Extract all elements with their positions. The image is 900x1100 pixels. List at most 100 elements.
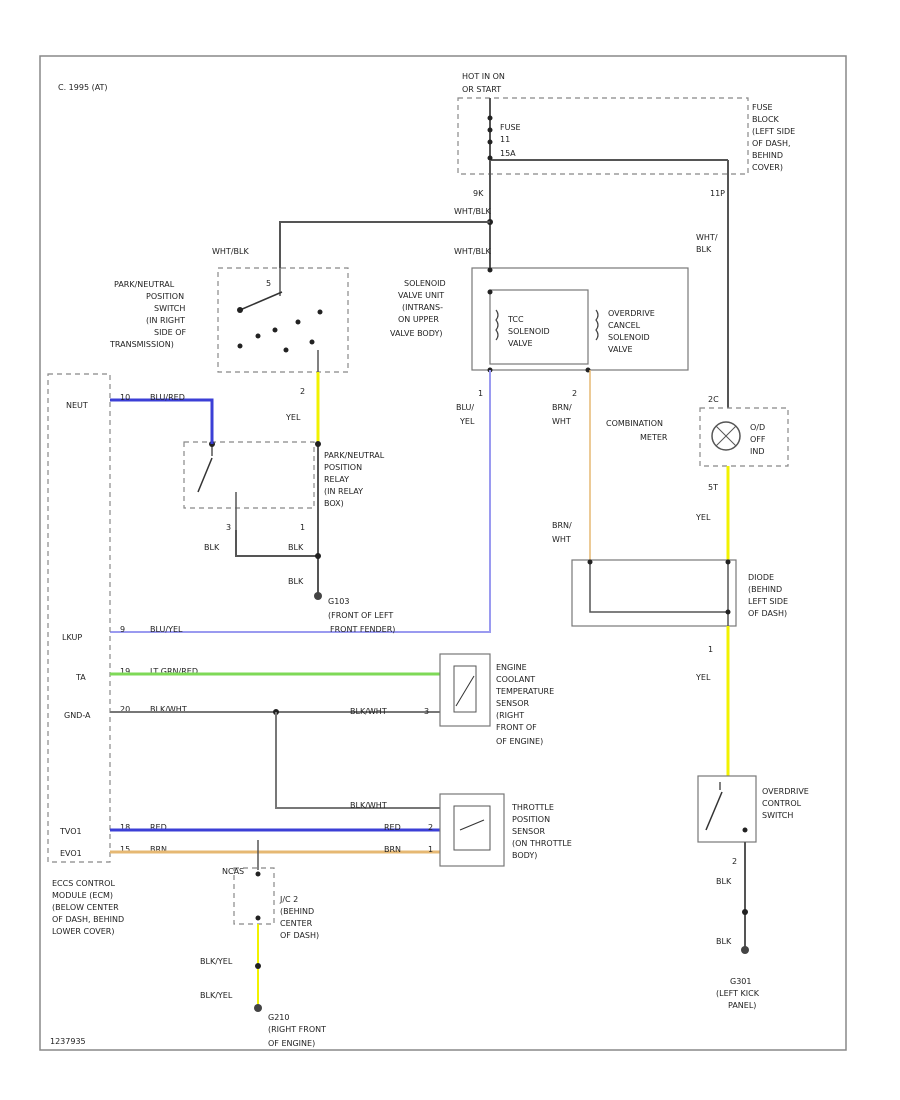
label-diagram-wires-wht-blk-top: WHT/BLK <box>454 207 491 216</box>
label-diagram-components-pn-relay-4: BOX) <box>324 499 344 508</box>
label-diagram-components-od-valve-1: CANCEL <box>608 321 641 330</box>
label-diagram-pins-ec-pin: 15 <box>120 845 130 854</box>
label-diagram-components-pn-relay-0: PARK/NEUTRAL <box>324 451 385 460</box>
label-diagram-fuse-box-header-line1: HOT IN ON <box>462 72 505 81</box>
label-diagram-fuse-box-location-2: (LEFT SIDE <box>752 127 795 136</box>
diagram-frame <box>39 55 847 1051</box>
label-diagram-ecm-terms-neut: NEUT <box>66 401 88 410</box>
fuse-block: HOT IN ON OR START FUSE 11 15A FUSE BLOC… <box>457 72 795 198</box>
label-diagram-wires-yel-switch: YEL <box>285 413 301 422</box>
label-diagram-wires-blk-wht-1: BLK/WHT <box>150 705 187 714</box>
label-diagram-components-od-valve-3: VALVE <box>608 345 633 354</box>
label-diagram-wires-blk-relay-3: BLK <box>288 577 304 586</box>
label-diagram-wires-red: RED <box>150 823 167 832</box>
label-diagram-grounds-g3-0: G301 <box>730 977 751 986</box>
label-diagram-components-jc-3: OF DASH) <box>280 931 319 940</box>
engine-coolant-temp-sensor: ENGINE COOLANT TEMPERATURE SENSOR (RIGHT… <box>424 653 554 746</box>
label-diagram-wires-brn-wht-bot-1: BRN/ <box>552 521 572 530</box>
throttle-position-sensor: THROTTLE POSITION SENSOR (ON THROTTLE BO… <box>428 793 572 867</box>
label-diagram-fuse-box-location-3: OF DASH, <box>752 139 791 148</box>
label-diagram-pins-sw-bot: 2 <box>300 387 305 396</box>
label-diagram-components-diode-1: (BEHIND <box>748 585 782 594</box>
label-diagram-pins-od-num: 2 <box>732 857 737 866</box>
label-diagram-ecm-terms-tvo: TVO1 <box>59 827 82 836</box>
label-diagram-components-solenoid-unit-4: VALVE BODY) <box>390 329 442 338</box>
label-diagram-fuse-box-header-line2: OR START <box>462 85 501 94</box>
label-diagram-wires-red-r: RED <box>384 823 401 832</box>
label-diagram-components-pn-switch-4: SIDE OF <box>154 328 186 337</box>
label-diagram-components-jc-2: CENTER <box>280 919 313 928</box>
label-diagram-components-od-switch-1: CONTROL <box>762 799 802 808</box>
label-diagram-components-ect-sensor-0: ENGINE <box>496 663 527 672</box>
label-diagram-wires-wht-blk-solenoid: WHT/BLK <box>454 247 491 256</box>
label-diagram-fuse-box-fuse-amp: 15A <box>500 149 516 158</box>
wire-blu-yel-lkup <box>110 370 491 633</box>
label-diagram-components-od-off-lamp-2: IND <box>750 447 765 456</box>
ecm-module: NEUT 10 BLU/RED LKUP 9 BLU/YEL TA 19 LT … <box>47 373 198 936</box>
label-diagram-pins-diode-num: 1 <box>708 645 713 654</box>
label-diagram-components-pn-switch-5: TRANSMISSION) <box>109 340 174 349</box>
label-diagram-pins-sw-top: 5 <box>266 279 271 288</box>
label-diagram-pins-gnda-pin: 20 <box>120 705 130 714</box>
label-diagram-pins-sol-right: 2 <box>572 389 577 398</box>
label-diagram-components-ecm-0: ECCS CONTROL <box>52 879 115 888</box>
label-diagram-components-od-valve-2: SOLENOID <box>608 333 650 342</box>
label-diagram-grounds-g1-1: (FRONT OF LEFT <box>328 611 393 620</box>
label-diagram-components-ecm-3: OF DASH, BEHIND <box>52 915 124 924</box>
label-diagram-wires-yel-meter: YEL <box>695 513 711 522</box>
label-diagram-pins-cpin: 3 <box>424 707 429 716</box>
wire-wht-blk-to-switch <box>279 221 490 268</box>
label-diagram-ecm-terms-lkup: LKUP <box>62 633 82 642</box>
label-diagram-components-tcc-valve-2: VALVE <box>508 339 533 348</box>
label-diagram-components-pn-switch-3: (IN RIGHT <box>146 316 185 325</box>
label-diagram-fuse-box-fuse-number: 11 <box>500 135 510 144</box>
label-diagram-wires-wht-blk-right-1: WHT/ <box>696 233 718 242</box>
label-diagram-components-solenoid-unit-1: VALVE UNIT <box>398 291 444 300</box>
label-diagram-components-pn-relay-1: POSITION <box>324 463 362 472</box>
label-diagram-wires-brn-wht-bot-2: WHT <box>552 535 571 544</box>
label-diagram-grounds-g2-0: G210 <box>268 1013 289 1022</box>
label-diagram-grounds-g2-1: (RIGHT FRONT <box>268 1025 326 1034</box>
label-diagram-wires-blu-red-neut: BLU/RED <box>150 393 185 402</box>
label-diagram-components-tcc-valve-1: SOLENOID <box>508 327 550 336</box>
label-diagram-pins-tvo-pin: 18 <box>120 823 130 832</box>
label-diagram-wires-blk-relay-2: BLK <box>288 543 304 552</box>
label-diagram-components-comb-meter-0: COMBINATION <box>606 419 663 428</box>
wire-blu-red-neut <box>110 398 214 444</box>
label-diagram-wires-yel-diode: YEL <box>695 673 711 682</box>
label-diagram-components-od-off-lamp-0: O/D <box>750 423 765 432</box>
label-diagram-components-jc-0: J/C 2 <box>279 895 298 904</box>
label-diagram-wires-blk-relay-1: BLK <box>204 543 220 552</box>
label-diagram-components-jc-1: (BEHIND <box>280 907 314 916</box>
solenoid-valve-unit: SOLENOID VALVE UNIT (INTRANS- ON UPPER V… <box>390 267 689 398</box>
label-diagram-components-ect-sensor-1: COOLANT <box>496 675 535 684</box>
label-diagram-components-solenoid-unit-2: (INTRANS- <box>402 303 443 312</box>
label-diagram-ecm-terms-tvo2: EVO1 <box>60 849 82 858</box>
wire-blk-wht-tps <box>275 712 440 809</box>
label-diagram-components-diode-3: OF DASH) <box>748 609 787 618</box>
label-diagram-components-tp-sensor-4: BODY) <box>512 851 537 860</box>
label-diagram-wires-brn-r: BRN <box>384 845 401 854</box>
label-diagram-grounds-g1-2: FRONT FENDER) <box>330 625 395 634</box>
label-diagram-wires-wht-blk-right-2: BLK <box>696 245 712 254</box>
label-diagram-wires-blk-wht-2: BLK/WHT <box>350 707 387 716</box>
label-diagram-pins-meter-bot: 5T <box>708 483 718 492</box>
label-diagram-grounds-g2-2: OF ENGINE) <box>268 1039 315 1048</box>
label-diagram-ecm-terms-ta: TA <box>75 673 86 682</box>
label-diagram-fuse-box-location-0: FUSE <box>752 103 773 112</box>
label-diagram-components-ect-sensor-2: TEMPERATURE <box>495 687 554 696</box>
label-diagram-wires-blk-yel-1: BLK/YEL <box>200 957 233 966</box>
label-diagram-wires-blk-od-2: BLK <box>716 937 732 946</box>
overdrive-control-switch: OVERDRIVE CONTROL SWITCH 2 <box>697 775 809 866</box>
label-diagram-ecm-terms-gnda: GND-A <box>64 711 91 720</box>
label-diagram-wires-wht-blk-switch: WHT/BLK <box>212 247 249 256</box>
label-diagram-pins-meter-top: 2C <box>708 395 719 404</box>
label-diagram-wires-blk-yel-2: BLK/YEL <box>200 991 233 1000</box>
label-diagram-components-pn-switch-1: POSITION <box>146 292 184 301</box>
park-neutral-relay: PARK/NEUTRAL POSITION RELAY (IN RELAY BO… <box>183 441 385 556</box>
label-diagram-components-ect-sensor-3: SENSOR <box>496 699 529 708</box>
label-diagram-wires-blk-wht-3: BLK/WHT <box>350 801 387 810</box>
label-diagram-fuse-box-location-1: BLOCK <box>752 115 780 124</box>
label-diagram-components-tp-sensor-2: SENSOR <box>512 827 545 836</box>
label-diagram-components-ect-sensor-5: FRONT OF <box>496 723 537 732</box>
